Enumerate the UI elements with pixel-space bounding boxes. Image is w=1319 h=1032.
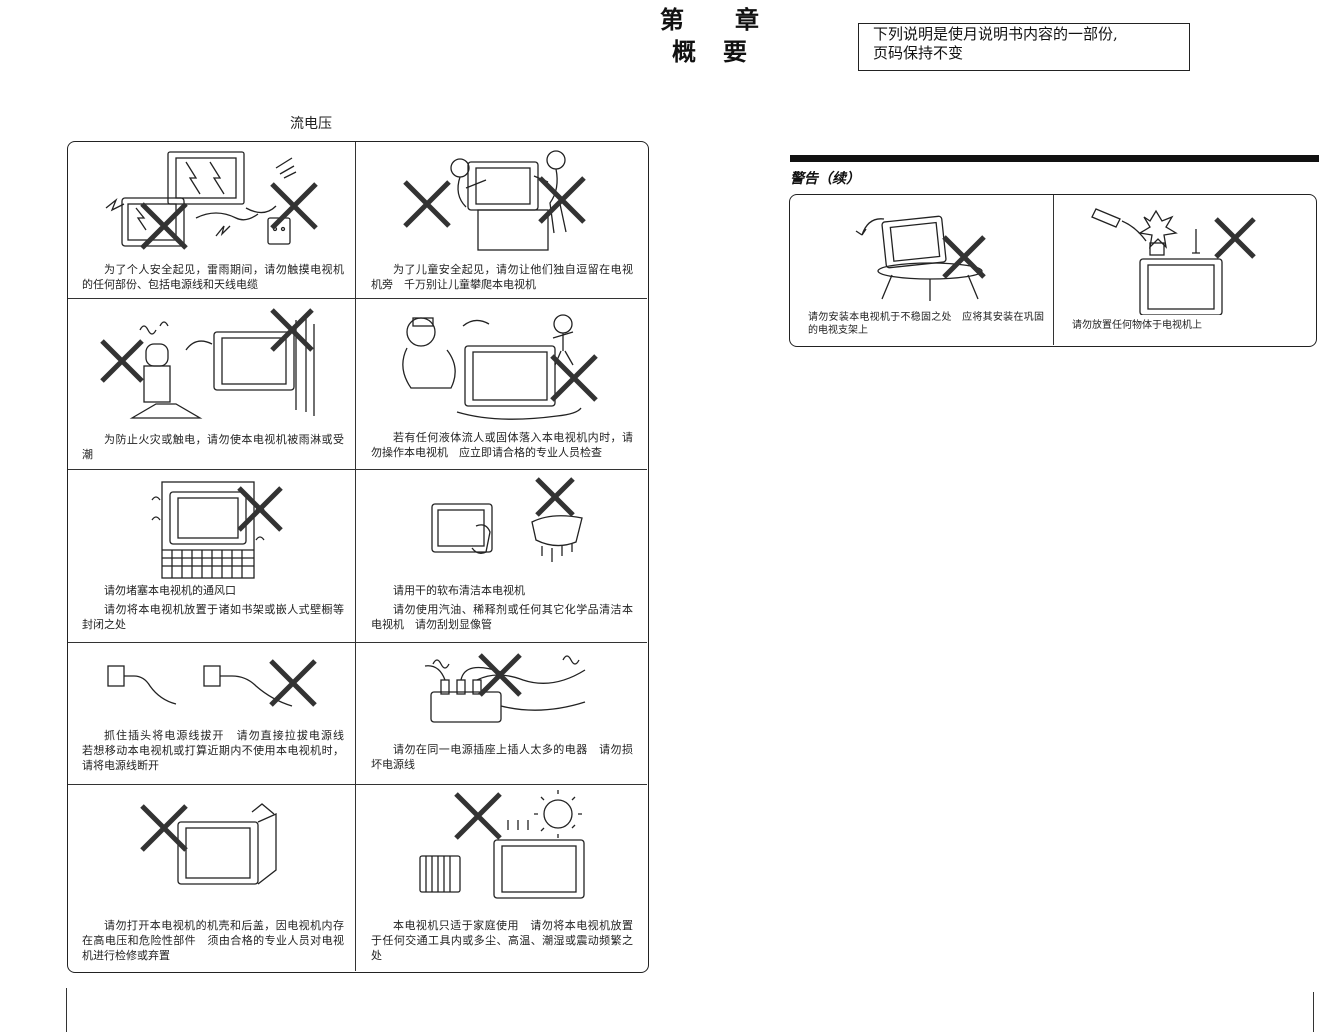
panel-divider — [1053, 195, 1054, 345]
margin-tick — [1313, 992, 1314, 1032]
x-mark-icon — [100, 339, 144, 383]
x-mark-icon — [270, 308, 314, 352]
caption-lightning: 为了个人安全起见，雷雨期间，请勿触摸电视机的任何部份、包括电源线和天线电缆 — [82, 263, 344, 291]
panel-divider — [68, 298, 647, 299]
unstable-stand-tv-illustration — [855, 215, 983, 301]
margin-tick — [66, 988, 67, 1032]
caption-cabinet: 请勿打开本电视机的机壳和后盖，因电视机内存在高电压和危险性部件 须由合格的专业人… — [82, 919, 344, 962]
x-mark-icon — [237, 486, 283, 532]
opening-tv-cabinet-illustration — [177, 803, 277, 885]
x-mark-icon — [270, 182, 318, 230]
panel-divider — [68, 642, 647, 643]
caption-liquid: 若有任何液体流人或固体落入本电视机内时，请勿操作本电视机 应立即请合格的专业人员… — [371, 431, 633, 459]
panel-divider — [355, 142, 356, 971]
x-mark-icon — [140, 202, 188, 250]
caption-rain: 为防止火灾或触电，请勿使本电视机被雨淋或受潮 — [82, 433, 344, 461]
notice-box: 下列说明是使月说明书内容的一部份, 页码保持不变 — [858, 23, 1190, 71]
x-mark-icon — [550, 354, 598, 402]
lightning-tv-illustration — [105, 151, 297, 247]
caption-children: 为了儿童安全起见，请勿让他们独自逗留在电视机旁 千万别让儿童攀爬本电视机 — [371, 263, 633, 291]
objects-on-tv-illustration — [1091, 208, 1223, 315]
children-climbing-tv-illustration — [450, 150, 567, 251]
x-mark-icon — [403, 180, 451, 228]
caption-ventilation: 请勿堵塞本电视机的通风口 请勿将本电视机放置于诸如书架或嵌人式壁橱等封闭之处 — [82, 584, 344, 631]
caption-plug: 抓住插头将电源线拔开 请勿直接拉拔电源线 若想移动本电视机或打算近期内不使用本电… — [82, 729, 355, 772]
cleaning-tv-illustration — [431, 503, 583, 562]
caption-cleaning: 请用干的软布清洁本电视机 请勿使用汽油、稀释剂或任何其它化学品清洁本电视机 请勿… — [371, 584, 633, 631]
x-mark-icon — [478, 653, 522, 697]
x-mark-icon — [140, 804, 188, 852]
chapter-title-char: 要 — [723, 38, 747, 66]
warning-panel-right: 请勿安装本电视机于不稳固之处 应将其安装在巩固的电视支架上 请勿放置任何物体于电… — [789, 194, 1317, 347]
caption-unstable: 请勿安装本电视机于不稳固之处 应将其安装在巩固的电视支架上 — [808, 312, 1044, 336]
x-mark-icon — [1214, 217, 1256, 259]
caption-outlet: 请勿在同一电源插座上插人太多的电器 请勿损坏电源线 — [371, 743, 633, 771]
x-mark-icon — [269, 659, 317, 707]
voltage-label: 流电压 — [290, 116, 332, 132]
chapter-label-char: 章 — [735, 6, 759, 34]
caption-heat: 本电视机只适于家庭使用 请勿将本电视机放置于任何交通工具内或多尘、高温、潮湿或震… — [371, 919, 633, 962]
panel-divider — [68, 784, 647, 785]
heat-source-tv-illustration — [419, 790, 585, 899]
warning-panel-left: 为了个人安全起见，雷雨期间，请勿触摸电视机的任何部份、包括电源线和天线电缆 为了… — [67, 141, 649, 973]
unplugging-cord-illustration — [107, 665, 293, 707]
x-mark-icon — [535, 477, 575, 517]
heater-near-tv-illustration — [129, 316, 315, 419]
section-heading: 警告（续） — [790, 171, 860, 187]
x-mark-icon — [538, 176, 586, 224]
panel-divider — [68, 469, 647, 470]
chapter-title-char: 概 — [672, 38, 696, 66]
caption-objects: 请勿放置任何物体于电视机上 — [1072, 320, 1202, 331]
tv-in-cabinet-illustration — [151, 481, 265, 579]
notice-line: 页码保持不变 — [873, 44, 964, 62]
x-mark-icon — [942, 235, 986, 279]
liquid-spill-tv-illustration — [402, 314, 582, 420]
notice-line: 下列说明是使月说明书内容的一部份, — [873, 25, 1118, 43]
overloaded-outlet-illustration — [424, 655, 586, 723]
x-mark-icon — [454, 792, 502, 840]
chapter-label-char: 第 — [660, 6, 684, 34]
section-rule — [790, 155, 1319, 162]
